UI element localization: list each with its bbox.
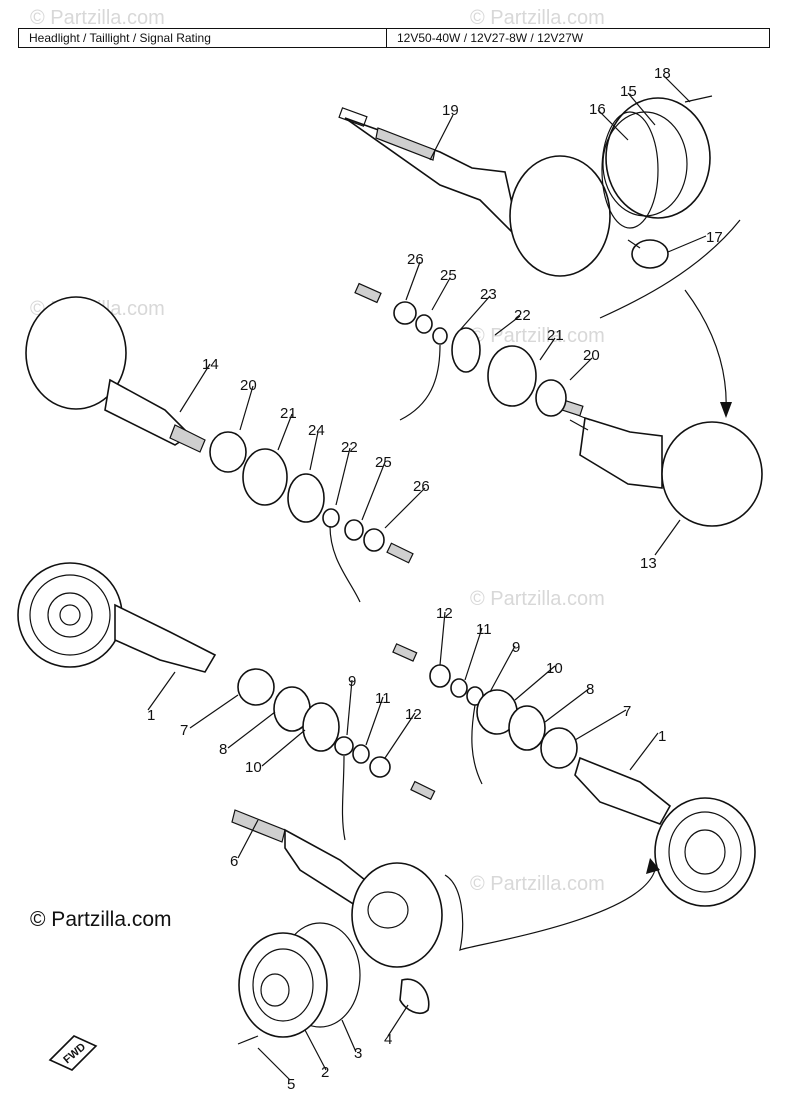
lower-right-mount-stack (392, 643, 578, 785)
bottom-lens-assembly (237, 922, 430, 1045)
rating-label: Headlight / Taillight / Signal Rating (19, 29, 387, 47)
callout-11: 11 (375, 690, 391, 707)
callout-7: 7 (623, 703, 631, 720)
callout-13: 13 (640, 555, 657, 572)
watermark-text: © Partzilla.com (470, 325, 605, 347)
rear-signal-assembly-left (25, 296, 206, 453)
watermark-text: © Partzilla.com (470, 7, 605, 29)
watermark-text: © Partzilla.com (470, 873, 605, 895)
fwd-arrow-icon: FWD (48, 1035, 98, 1071)
callout-25: 25 (375, 454, 392, 471)
callout-16: 16 (589, 101, 606, 118)
direction-arrow (684, 289, 727, 413)
callout-21: 21 (280, 405, 297, 422)
callout-labels: 1 1 2 3 4 5 6 7 7 8 8 9 9 10 10 11 11 12… (147, 65, 723, 1093)
rating-table: Headlight / Taillight / Signal Rating 12… (18, 28, 770, 48)
callout-5: 5 (287, 1076, 295, 1093)
callout-14: 14 (202, 356, 219, 373)
callout-3: 3 (354, 1045, 362, 1062)
callout-2: 2 (321, 1064, 329, 1081)
callout-10: 10 (245, 759, 262, 776)
callout-19: 19 (442, 102, 459, 119)
callout-12: 12 (405, 706, 422, 723)
callout-1: 1 (147, 707, 155, 724)
callout-1: 1 (658, 728, 666, 745)
rating-value: 12V50-40W / 12V27-8W / 12V27W (397, 31, 584, 45)
callout-21: 21 (547, 327, 564, 344)
callout-12: 12 (436, 605, 453, 622)
callout-6: 6 (230, 853, 238, 870)
callout-22: 22 (341, 439, 358, 456)
watermark-text: © Partzilla.com (470, 588, 605, 610)
lower-left-mount-stack (237, 668, 436, 841)
rear-signal-assembly-right (554, 397, 763, 527)
callout-24: 24 (308, 422, 325, 439)
callout-8: 8 (219, 741, 227, 758)
callout-26: 26 (413, 478, 430, 495)
callout-26: 26 (407, 251, 424, 268)
arrow-head (720, 402, 732, 418)
right-mount-stack (354, 282, 567, 421)
watermark-text: © Partzilla.com (30, 7, 165, 29)
front-signal-assembly-right (574, 756, 756, 907)
copyright-text: © Partzilla.com (30, 908, 172, 931)
callout-7: 7 (180, 722, 188, 739)
bottom-signal-body (231, 809, 443, 968)
callout-25: 25 (440, 267, 457, 284)
callout-10: 10 (546, 660, 563, 677)
callout-11: 11 (476, 621, 492, 638)
leader-lines (147, 75, 707, 1081)
callout-20: 20 (240, 377, 257, 394)
callout-17: 17 (706, 229, 723, 246)
callout-23: 23 (480, 286, 497, 303)
arrow-head (646, 858, 660, 874)
callout-9: 9 (348, 673, 356, 690)
callout-15: 15 (620, 83, 637, 100)
bracket-line (444, 869, 656, 952)
callout-9: 9 (512, 639, 520, 656)
callout-4: 4 (384, 1031, 392, 1048)
callout-8: 8 (586, 681, 594, 698)
top-signal-body (338, 107, 611, 277)
bracket-line (599, 219, 741, 319)
callout-18: 18 (654, 65, 671, 82)
left-mount-stack (209, 431, 414, 603)
callout-20: 20 (583, 347, 600, 364)
watermarks: © Partzilla.com © Partzilla.com © Partzi… (30, 7, 605, 895)
top-lens-assembly (601, 95, 713, 269)
callout-22: 22 (514, 307, 531, 324)
front-signal-assembly-left (17, 562, 217, 673)
